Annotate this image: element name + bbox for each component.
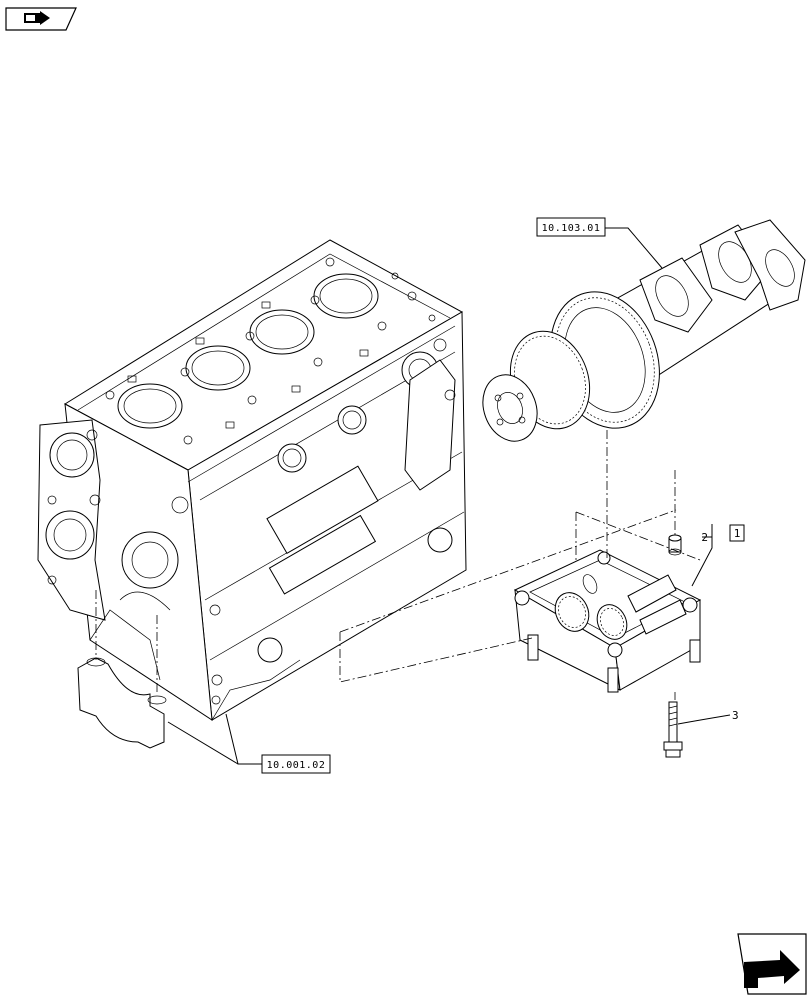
bolt	[663, 701, 683, 758]
callout-item-1: 1	[729, 524, 745, 542]
next-page-arrow-icon[interactable]	[737, 933, 807, 995]
assembly-lines	[95, 430, 701, 700]
ref-box-block[interactable]: 10.001.02	[261, 754, 331, 774]
ref-label-crankshaft: 10.103.01	[542, 223, 601, 234]
callout-label-2: 2	[701, 531, 708, 544]
callout-label-3: 3	[732, 709, 739, 722]
ref-label-block: 10.001.02	[267, 760, 326, 771]
bearing-cap	[77, 657, 167, 749]
book-arrow-icon[interactable]	[5, 7, 77, 31]
callout-label-1: 1	[734, 527, 741, 540]
crankshaft	[482, 219, 806, 442]
engine-block	[37, 239, 467, 721]
leader-lines	[167, 227, 731, 765]
balancer-unit	[513, 549, 702, 693]
dowel-pin	[668, 534, 682, 556]
ref-box-crankshaft[interactable]: 10.103.01	[536, 217, 606, 237]
